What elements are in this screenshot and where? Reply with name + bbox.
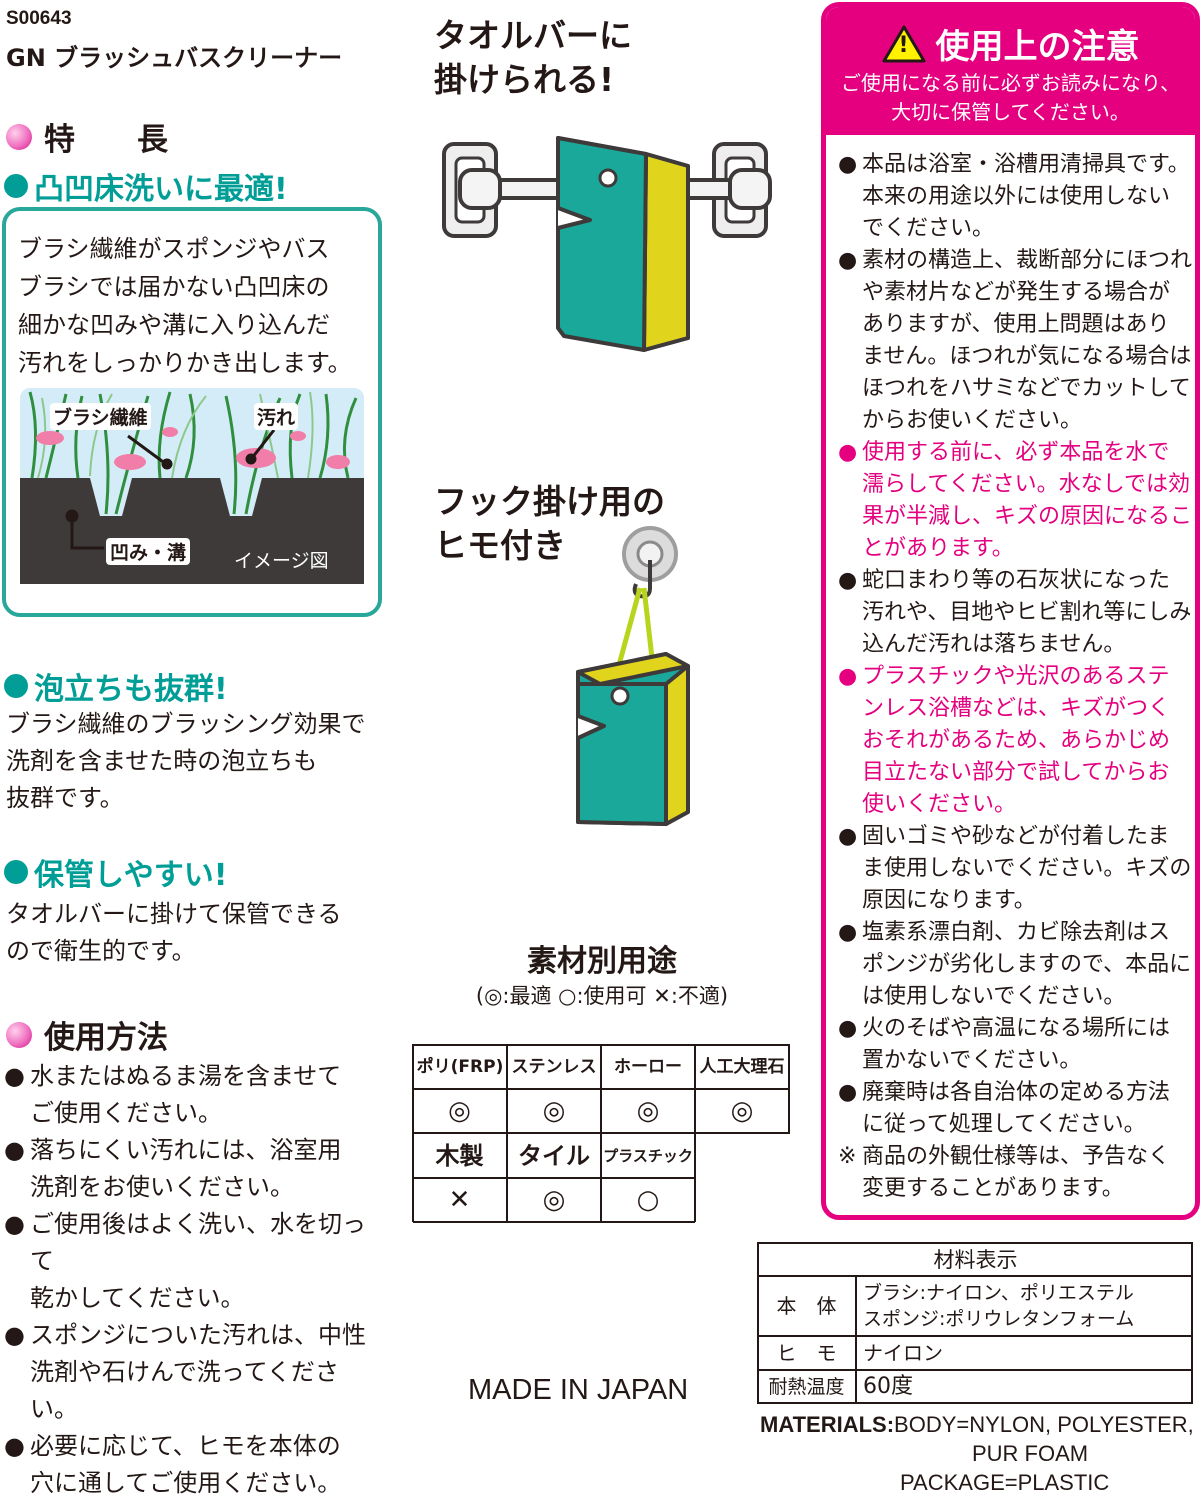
- caution-title: 使用上の注意: [935, 27, 1140, 67]
- list-item: ●蛇口まわり等の石灰状になった汚れや、目地やヒビ割れ等にしみ込んだ汚れは落ちませ…: [838, 568, 1192, 657]
- list-item: ●廃棄時は各自治体の定める方法に従って処理してください。: [838, 1080, 1171, 1137]
- pink-dot-icon: [6, 123, 32, 150]
- warning-icon: !: [882, 25, 926, 63]
- list-item: ●必要に応じて、ヒモを本体の穴に通してご使用ください。: [4, 1432, 342, 1497]
- materials-label: 本 体: [776, 1294, 837, 1318]
- illus-label-image: イメージ図: [234, 550, 329, 572]
- table-header-cell: ホーロー: [614, 1057, 682, 1077]
- table-header-cell: タイル: [518, 1142, 590, 1170]
- table-cell: ◎: [730, 1096, 754, 1126]
- made-in-label: MADE IN JAPAN: [468, 1374, 689, 1406]
- towel-bar-heading: タオルバーに 掛けられる!: [434, 16, 632, 99]
- list-item: ●素材の構造上、裁断部分にほつれや素材片などが発生する場合がありますが、使用上問…: [838, 248, 1193, 433]
- usage-table-legend: (◎:最適 ○:使用可 ✕:不適): [475, 984, 729, 1008]
- pink-dot-icon: [6, 1021, 32, 1048]
- table-header-cell: プラスチック: [603, 1147, 693, 1165]
- illus-label-groove: 凹み・溝: [106, 538, 191, 565]
- table-header-cell: 人工大理石: [699, 1057, 785, 1077]
- feature-title-1: 凸凹床洗いに最適!: [4, 164, 288, 208]
- features-heading: 特 長: [6, 114, 168, 159]
- materials-label: ヒ モ: [776, 1341, 837, 1365]
- usage-table-title: 素材別用途: [527, 944, 677, 979]
- hook-heading: フック掛け用の ヒモ付き: [434, 482, 665, 565]
- feature-box: [2, 207, 382, 617]
- materials-value: ブラシ:ナイロン、ポリエステル スポンジ:ポリウレタンフォーム: [863, 1282, 1135, 1330]
- usage-heading: 使用方法: [6, 1012, 168, 1057]
- materials-label: 耐熱温度: [768, 1376, 845, 1398]
- materials-value: ナイロン: [863, 1341, 943, 1365]
- product-name: GN ブラッシュバスクリーナー: [6, 44, 343, 72]
- table-header-cell: 木製: [435, 1142, 484, 1170]
- materials-table: 材料表示 本 体 ブラシ:ナイロン、ポリエステル スポンジ:ポリウレタンフォーム…: [757, 1242, 1194, 1406]
- list-item: ●ご使用後はよく洗い、水を切って乾かしてください。: [4, 1210, 366, 1312]
- caution-note: ※商品の外観仕様等は、予告なく変更することがあります。: [838, 1144, 1171, 1201]
- list-item: ●塩素系漂白剤、カビ除去剤はスポンジが劣化しますので、本品には使用しないでくださ…: [838, 920, 1192, 1009]
- teal-dot-icon: [4, 674, 28, 698]
- teal-dot-icon: [4, 174, 28, 198]
- list-item: ●落ちにくい汚れには、浴室用洗剤をお使いください。: [4, 1136, 342, 1201]
- table-header-cell: ステンレス: [511, 1057, 597, 1077]
- list-item: ●使用する前に、必ず本品を水で濡らしてください。水なしでは効果が半減し、キズの原…: [838, 440, 1193, 561]
- list-item: ●スポンジについた汚れは、中性洗剤や石けんで洗ってください。: [4, 1321, 366, 1423]
- list-item: ●火のそばや高温になる場所には置かないでください。: [838, 1016, 1171, 1073]
- list-item: ●固いゴミや砂などが付着したまま使用しないでください。キズの原因になります。: [838, 824, 1192, 913]
- table-cell: ✕: [448, 1185, 471, 1215]
- product-code: S00643: [6, 8, 72, 29]
- hook-illustration: [570, 526, 710, 846]
- table-cell: ◎: [448, 1096, 471, 1126]
- materials-value: 60度: [863, 1374, 913, 1399]
- list-item: ●プラスチックや光沢のあるステンレス浴槽などは、キズがつくおそれがあるため、あら…: [838, 664, 1171, 817]
- table-cell: ◎: [542, 1185, 566, 1215]
- usage-list: ●水またはぬるま湯を含ませてご使用ください。 ●落ちにくい汚れには、浴室用洗剤を…: [4, 1058, 384, 1500]
- towel-bar-illustration: [440, 128, 786, 360]
- materials-table-title: 材料表示: [933, 1248, 1018, 1272]
- caution-subtitle: ご使用になる前に必ずお読みになり、 大切に保管してください。: [840, 71, 1181, 124]
- usage-table: ポリ(FRP) ステンレス ホーロー 人工大理石 ◎ ◎ ◎ ◎ 木製 タイル …: [412, 1044, 792, 1224]
- illus-label-dirt: 汚れ: [254, 403, 299, 430]
- english-materials: MATERIALS:BODY=NYLON, POLYESTER, PUR FOA…: [760, 1412, 1194, 1495]
- table-cell: ○: [636, 1185, 660, 1215]
- list-item: ●水またはぬるま湯を含ませてご使用ください。: [4, 1062, 342, 1127]
- illus-label-fiber: ブラシ繊維: [50, 403, 151, 430]
- caution-list: ●本品は浴室・浴槽用清掃具です。本来の用途以外には使用しないでください。 ●素材…: [838, 149, 1195, 1205]
- table-cell: ◎: [542, 1096, 566, 1126]
- feature-text-1: ブラシ繊維がスポンジやバス ブラシでは届かない凸凹床の 細かな凹みや溝に入り込ん…: [18, 235, 352, 377]
- english-materials-label: MATERIALS:: [760, 1412, 895, 1437]
- list-item: ●本品は浴室・浴槽用清掃具です。本来の用途以外には使用しないでください。: [838, 152, 1190, 241]
- table-cell: ◎: [636, 1096, 660, 1126]
- feature-title-2: 泡立ちも抜群!: [4, 664, 228, 708]
- feature-text-2: ブラシ繊維のブラッシング効果で 洗剤を含ませた時の泡立ちも 抜群です。: [6, 710, 366, 812]
- teal-dot-icon: [4, 860, 28, 884]
- caution-header: ! 使用上の注意 ご使用になる前に必ずお読みになり、 大切に保管してください。: [826, 7, 1195, 135]
- feature-title-3: 保管しやすい!: [4, 850, 227, 894]
- table-header-cell: ポリ(FRP): [416, 1057, 504, 1077]
- caution-box: ! 使用上の注意 ご使用になる前に必ずお読みになり、 大切に保管してください。 …: [821, 2, 1200, 1220]
- feature-text-3: タオルバーに掛けて保管できる ので衛生的です。: [6, 900, 342, 965]
